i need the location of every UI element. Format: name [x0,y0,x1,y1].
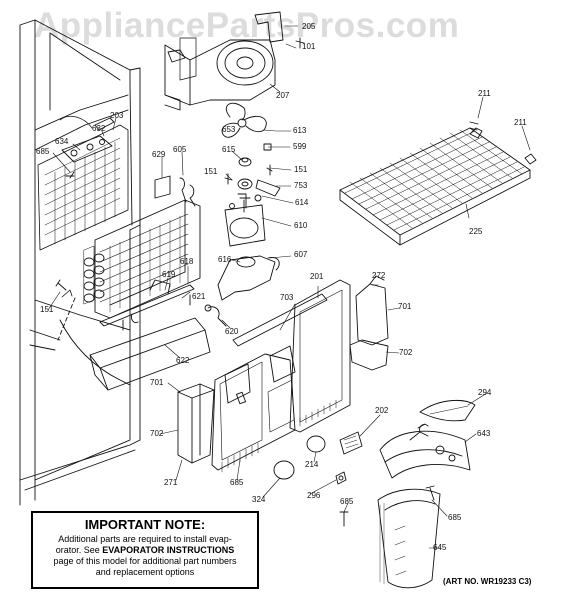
gasket-strip [232,293,328,347]
part-label-616: 616 [218,255,232,264]
part-label-294: 294 [478,388,492,397]
part-label-614: 614 [295,198,309,207]
important-note-box: IMPORTANT NOTE: Additional parts are req… [31,511,259,589]
part-label-207: 207 [276,91,290,100]
part-label-701-right: 701 [398,302,412,311]
screws [55,171,435,527]
part-label-615: 615 [222,145,236,154]
grille-202 [339,431,363,455]
part-label-645: 645 [433,543,447,552]
part-label-324: 324 [252,495,266,504]
evaporator-cover-panel [211,279,351,473]
part-label-685-top: 685 [36,147,50,156]
defrost-heater [99,279,195,331]
part-label-151-mid: 151 [204,167,218,176]
note-body: Additional parts are required to install… [33,534,257,578]
part-label-619: 619 [162,270,176,279]
part-label-610: 610 [294,221,308,230]
part-label-701-left: 701 [150,378,164,387]
insulation-block-left [177,383,215,464]
part-label-618: 618 [180,257,194,266]
part-label-605: 605 [173,145,187,154]
part-label-643: 643 [477,429,491,438]
note-title: IMPORTANT NOTE: [84,517,206,532]
part-label-685-cover: 685 [230,478,244,487]
part-label-634: 634 [55,137,69,146]
air-duct-cover-645 [377,488,441,589]
part-label-613: 613 [293,126,307,135]
part-label-151-right: 151 [294,165,308,174]
part-label-622: 622 [176,356,190,365]
part-label-599: 599 [293,142,307,151]
note-line-3: page of this model for additional part n… [53,556,237,566]
drain-heater-plate [61,117,115,163]
part-label-205: 205 [302,22,316,31]
fan-motor [224,193,266,247]
wire-shelf [339,121,537,246]
part-label-201: 201 [310,272,324,281]
motor-bracket [217,255,280,301]
evaporator-instructions-link[interactable]: EVAPORATOR INSTRUCTIONS [102,545,235,555]
part-label-202: 202 [375,406,389,415]
note-line-4: and replacement options [95,567,195,577]
freezer-liner [19,19,141,506]
insulation-block-right [349,275,389,371]
note-line-2a: orator. See [55,545,103,555]
part-label-702-left: 702 [150,429,164,438]
part-label-211-right: 211 [514,118,527,127]
part-label-296: 296 [307,491,321,500]
part-label-703: 703 [280,293,294,302]
note-line-1: Additional parts are required to install… [58,534,232,544]
crisper-cover-294 [419,399,476,422]
leader-lines [47,25,531,549]
part-label-702-right: 702 [399,348,413,357]
part-label-225: 225 [469,227,483,236]
part-label-685-right: 685 [448,513,462,522]
part-label-632: 632 [92,124,106,133]
part-label-101: 101 [302,42,316,51]
part-label-685-bottom: 685 [340,497,354,506]
wire-connector [204,304,227,327]
part-label-151-left: 151 [40,305,54,314]
part-label-607: 607 [294,250,308,259]
art-number: (ART NO. WR19233 C3) [443,577,532,586]
part-label-621: 621 [192,292,206,301]
part-label-753: 753 [294,181,308,190]
part-label-211-left: 211 [478,89,491,98]
part-label-271: 271 [164,478,178,487]
air-duct-643 [379,423,471,479]
locator-dashed-line [57,297,76,341]
part-label-629: 629 [152,150,166,159]
part-label-203: 203 [110,111,124,120]
fan-shroud-assembly [164,11,305,111]
evaporator-coil [83,175,201,319]
part-label-214: 214 [305,460,319,469]
part-label-620: 620 [225,327,239,336]
drain-trough [89,317,211,391]
part-label-272: 272 [372,271,386,280]
part-label-653: 653 [222,125,236,134]
